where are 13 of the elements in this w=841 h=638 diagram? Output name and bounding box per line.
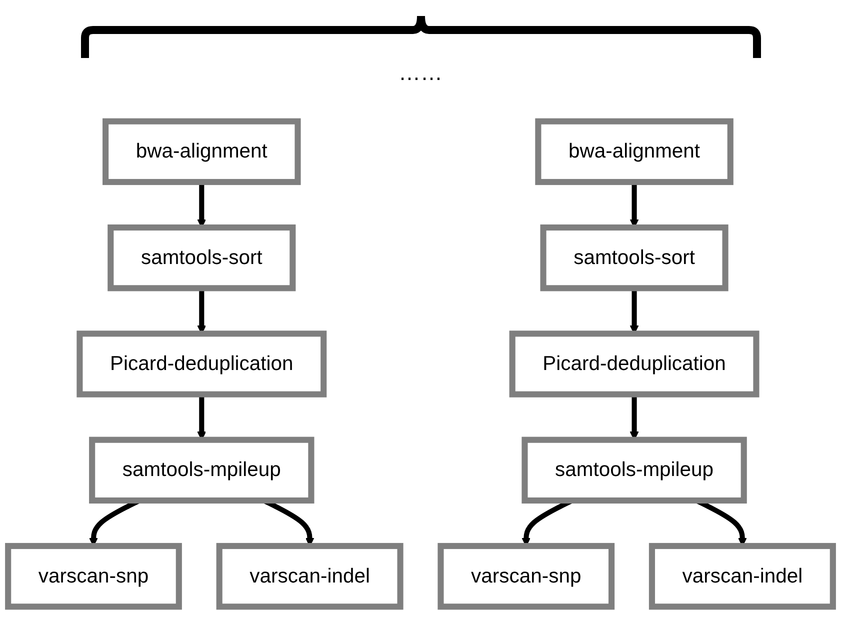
node-box: varscan-snp [5,542,182,610]
node-box: samtools-sort [540,224,728,292]
node-box: varscan-indel [648,542,836,610]
node-box: samtools-mpileup [89,436,314,504]
node-box: varscan-snp [438,542,615,610]
node-box: bwa-alignment [102,118,301,186]
ellipsis-note: …… [398,60,442,85]
node-box: Picard-deduplication [509,330,760,398]
node-box: varscan-indel [216,542,404,610]
node-box: samtools-sort [108,224,296,292]
node-box: bwa-alignment [535,118,734,186]
node-box: samtools-mpileup [522,436,747,504]
node-box: Picard-deduplication [76,330,327,398]
